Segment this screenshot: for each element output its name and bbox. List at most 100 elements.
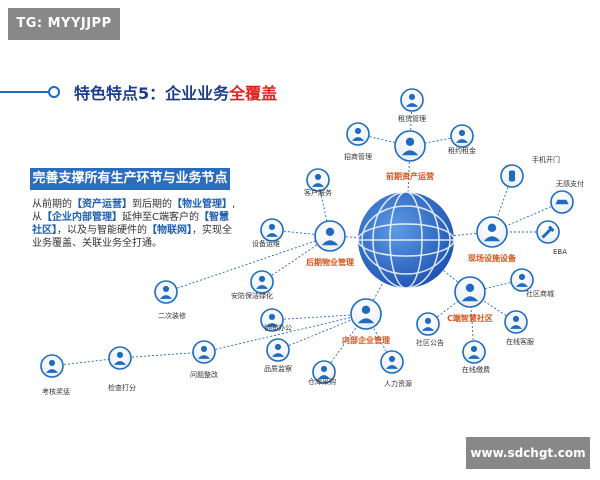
person-icon (268, 313, 276, 321)
node-avatar-online_cs (504, 310, 528, 334)
desc-text: ，以及与智能硬件的 (57, 225, 147, 236)
node-label-online_cs: 在线客服 (506, 337, 534, 346)
desc-keyword: 【智慧社区】 (32, 212, 229, 236)
node-label-inspect_score: 检查打分 (108, 383, 136, 392)
node-label-security: 安防保洁绿化 (231, 291, 273, 300)
watermark-bottom-right: www.sdchgt.com (466, 437, 590, 469)
avatar-ring (400, 88, 424, 112)
desc-keyword: 【企业内部管理】 (42, 212, 122, 223)
node-avatar-eba (536, 220, 560, 244)
node-avatar-issue_fix (192, 340, 216, 364)
node-avatar-hr (380, 350, 404, 374)
desc-text: ,从 (32, 199, 236, 223)
person-icon (408, 93, 416, 100)
person-body-icon (113, 361, 127, 365)
node-avatar-invest_mgmt (346, 122, 370, 146)
avatar-ring (260, 218, 284, 242)
node-avatar-customer_service (306, 168, 330, 192)
avatar-ring (454, 276, 486, 308)
avatar-ring (306, 168, 330, 192)
person-icon (268, 223, 276, 230)
node-label-contract_rent: 租约租金 (448, 146, 476, 155)
node-label-assess_reward: 考核奖惩 (42, 387, 70, 396)
person-icon (48, 359, 56, 367)
person-icon (458, 129, 466, 136)
node-avatar-assess_reward (40, 354, 64, 378)
node-avatar-announce (416, 312, 440, 336)
person-icon (314, 173, 322, 180)
globe (357, 191, 455, 289)
person-body-icon (197, 355, 211, 359)
person-body-icon (351, 137, 365, 141)
node-connector-renovation (165, 235, 331, 293)
node-label-issue_fix: 问题整改 (190, 370, 218, 379)
node-label-customer_service: 客户服务 (304, 188, 332, 197)
person-body-icon (455, 139, 469, 143)
person-icon (518, 273, 526, 281)
title-highlight: 全覆盖 (229, 84, 278, 103)
node-avatar-collab_office (260, 308, 284, 332)
header-rule (0, 91, 48, 93)
node-label-hr: 人力资源 (384, 379, 412, 388)
person-icon (465, 283, 475, 292)
node-avatar-warehouse (312, 360, 336, 384)
person-icon (424, 317, 432, 325)
person-body-icon (401, 150, 419, 156)
wrench-icon (541, 225, 555, 239)
node-avatar-online_pay (462, 340, 486, 364)
person-icon (487, 223, 497, 232)
node-avatar-quality (266, 338, 290, 362)
node-connector-inspect_score (119, 351, 205, 359)
hub-label-property: 后期物业管理 (306, 257, 354, 267)
person-icon (258, 275, 266, 283)
feature-description: 从前期的【资产运营】到后期的【物业管理】,从【企业内部管理】延伸至C端客户的【智… (32, 198, 238, 250)
hub-avatar-property (314, 220, 346, 252)
desc-keyword: 【物联网】 (147, 225, 192, 236)
node-label-collab_office: 协同办公 (264, 323, 292, 332)
page-title: 特色特点5：企业业务全覆盖 (74, 80, 277, 104)
person-icon (162, 285, 170, 293)
person-body-icon (317, 375, 331, 379)
hub-label-asset: 前期资产运营 (386, 171, 434, 181)
person-body-icon (421, 327, 435, 331)
person-icon (200, 345, 208, 353)
person-body-icon (515, 283, 529, 287)
node-label-warehouse: 仓库采购 (308, 377, 336, 386)
node-avatar-contactless_pay (550, 190, 574, 214)
hub-label-community: C端智慧社区 (447, 313, 493, 323)
person-body-icon (483, 236, 501, 242)
car-icon (555, 199, 569, 205)
node-label-eba: EBA (553, 248, 567, 256)
feature-banner: 完善支撑所有生产环节与业务节点 (30, 168, 230, 190)
header-dot (48, 86, 60, 98)
person-body-icon (159, 295, 173, 299)
phone-icon (508, 170, 516, 182)
node-avatar-inspect_score (108, 346, 132, 370)
desc-keyword: 【物业管理】 (172, 199, 232, 210)
watermark-top-left: TG: MYYJJPP (8, 8, 120, 40)
person-body-icon (509, 325, 523, 329)
node-label-invest_mgmt: 招商管理 (344, 152, 372, 161)
person-icon (388, 355, 396, 363)
person-body-icon (467, 355, 481, 359)
hub-avatar-field (476, 216, 508, 248)
node-avatar-rent_mgmt (400, 88, 424, 112)
node-label-renovation: 二次装修 (158, 311, 186, 320)
person-icon (405, 137, 415, 146)
node-connector-contactless_pay (491, 201, 563, 233)
person-icon (470, 345, 478, 353)
person-body-icon (321, 240, 339, 246)
person-icon (325, 227, 335, 236)
desc-keyword: 【资产运营】 (72, 199, 132, 210)
node-label-rent_mgmt: 租赁管理 (398, 114, 426, 123)
globe-grid-lines (357, 191, 455, 289)
hub-avatar-internal (350, 298, 382, 330)
section-header: 特色特点5：企业业务全覆盖 (0, 74, 600, 110)
node-avatar-equip_ops (260, 218, 284, 242)
person-icon (320, 365, 328, 373)
node-avatar-contract_rent (450, 124, 474, 148)
avatar-ring (346, 122, 370, 146)
node-avatar-mall (510, 268, 534, 292)
person-body-icon (357, 318, 375, 324)
person-icon (274, 343, 282, 351)
